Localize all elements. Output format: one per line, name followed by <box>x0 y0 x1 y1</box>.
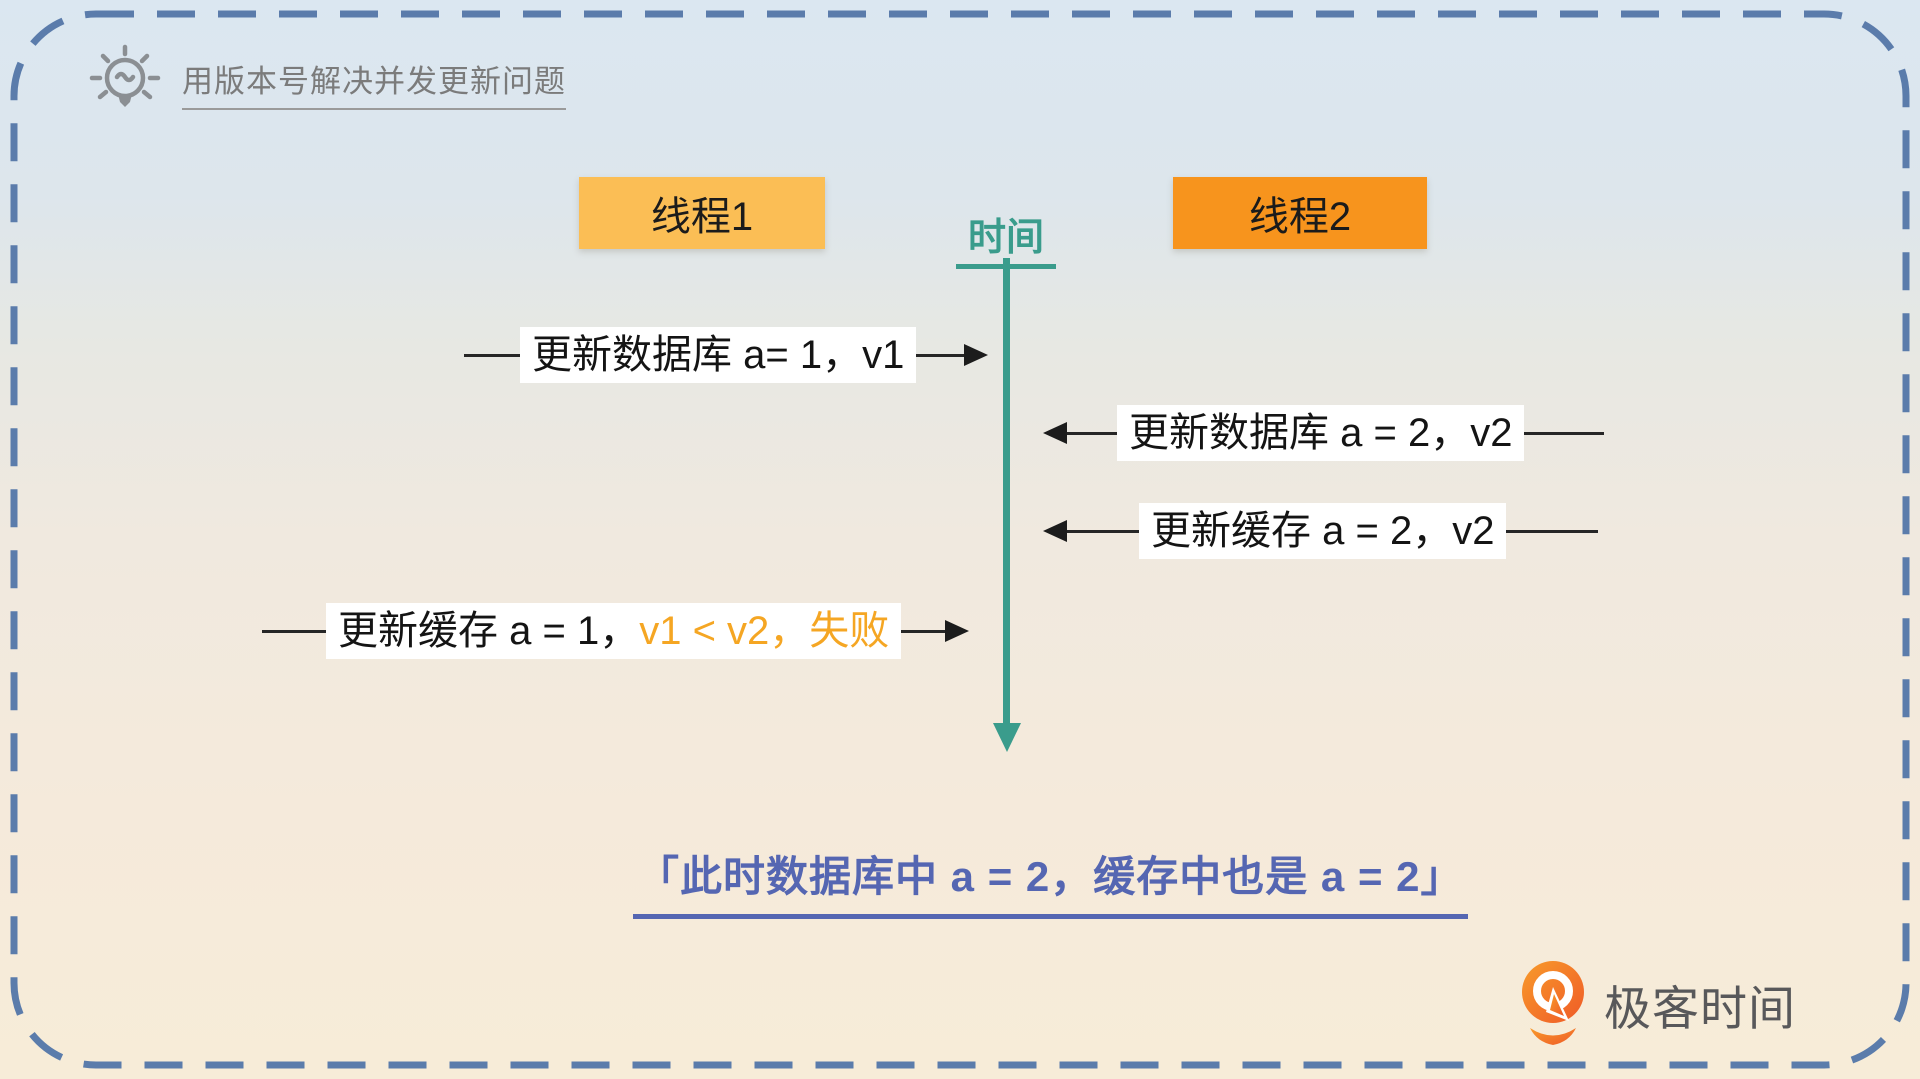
timeline-arrowhead-icon <box>993 723 1021 752</box>
timeline-axis <box>1003 258 1010 724</box>
connector-line <box>1067 529 1139 533</box>
message-row-1: 更新数据库 a= 1，v1 <box>464 327 989 383</box>
thread1-label: 线程1 <box>650 195 754 239</box>
header: 用版本号解决并发更新问题 <box>84 42 566 124</box>
message-row-4: 更新缓存 a = 1，v1 < v2，失败 <box>262 603 970 659</box>
message-row-2: 更新数据库 a = 2，v2 <box>1043 405 1605 461</box>
connector-line <box>901 629 946 633</box>
arrow-left-icon <box>1043 520 1067 542</box>
thread2-box: 线程2 <box>1173 177 1427 249</box>
page-title: 用版本号解决并发更新问题 <box>182 56 566 110</box>
message-4-failure-text: v1 < v2，失败 <box>639 609 890 653</box>
geektime-logo: 极客时间 <box>1516 958 1796 1050</box>
thread2-label: 线程2 <box>1248 195 1352 239</box>
arrow-right-icon <box>945 620 970 642</box>
message-4-label: 更新缓存 a = 1，v1 < v2，失败 <box>326 603 902 659</box>
message-1-label: 更新数据库 a= 1，v1 <box>520 327 917 383</box>
connector-line <box>262 629 326 633</box>
message-2-label: 更新数据库 a = 2，v2 <box>1117 405 1525 461</box>
geektime-logo-text: 极客时间 <box>1604 981 1796 1035</box>
message-3-label: 更新缓存 a = 2，v2 <box>1139 503 1507 559</box>
conclusion-text: 「此时数据库中 a = 2，缓存中也是 a = 2」 <box>633 843 1468 919</box>
connector-line <box>1524 431 1605 435</box>
thread1-box: 线程1 <box>579 177 825 249</box>
geektime-logo-icon <box>1522 961 1584 1045</box>
connector-line <box>1067 431 1117 435</box>
connector-line <box>916 353 965 357</box>
bulb-icon <box>89 44 161 107</box>
message-row-3: 更新缓存 a = 2，v2 <box>1043 503 1599 559</box>
arrow-right-icon <box>964 344 989 366</box>
connector-line <box>464 353 520 357</box>
message-4-text: 更新缓存 a = 1， <box>338 609 640 653</box>
connector-line <box>1506 529 1599 533</box>
arrow-left-icon <box>1043 422 1067 444</box>
